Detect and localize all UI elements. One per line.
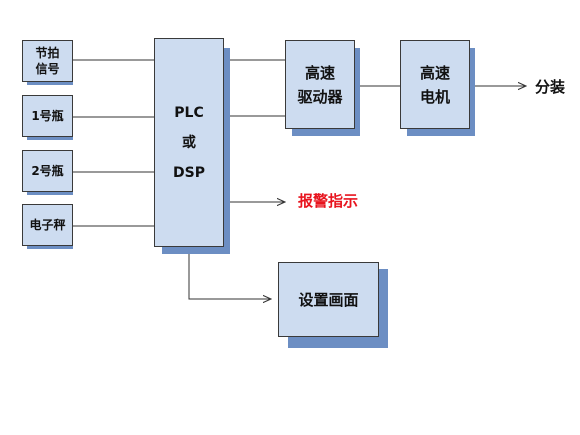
settings-label: 设置画面 (298, 290, 359, 309)
controller-line-1: PLC (174, 104, 204, 121)
input-label: 信号 (35, 62, 60, 76)
arrow-settings (189, 247, 271, 299)
input-label: 节拍 (35, 46, 60, 60)
input-box-bottle-1: 1号瓶 (22, 95, 73, 137)
alarm-label: 报警指示 (298, 192, 359, 210)
controller-line-3: DSP (173, 164, 205, 181)
input-label: 1号瓶 (31, 109, 64, 123)
input-box-beat-signal: 节拍 信号 (22, 40, 73, 82)
settings-box: 设置画面 (278, 262, 379, 337)
driver-line-2: 驱动器 (297, 87, 343, 106)
controller-line-2: 或 (182, 134, 196, 151)
motor-line-2: 电机 (419, 87, 450, 106)
driver-line-1: 高速 (304, 63, 335, 82)
input-label: 电子秤 (29, 218, 66, 232)
output-label: 分装 (535, 78, 566, 96)
motor-box: 高速 电机 (400, 40, 470, 129)
input-label: 2号瓶 (31, 164, 64, 178)
driver-box: 高速 驱动器 (285, 40, 355, 129)
motor-line-1: 高速 (419, 63, 450, 82)
controller-box: PLC 或 DSP (154, 38, 224, 247)
input-box-bottle-2: 2号瓶 (22, 150, 73, 192)
input-box-scale: 电子秤 (22, 204, 73, 246)
